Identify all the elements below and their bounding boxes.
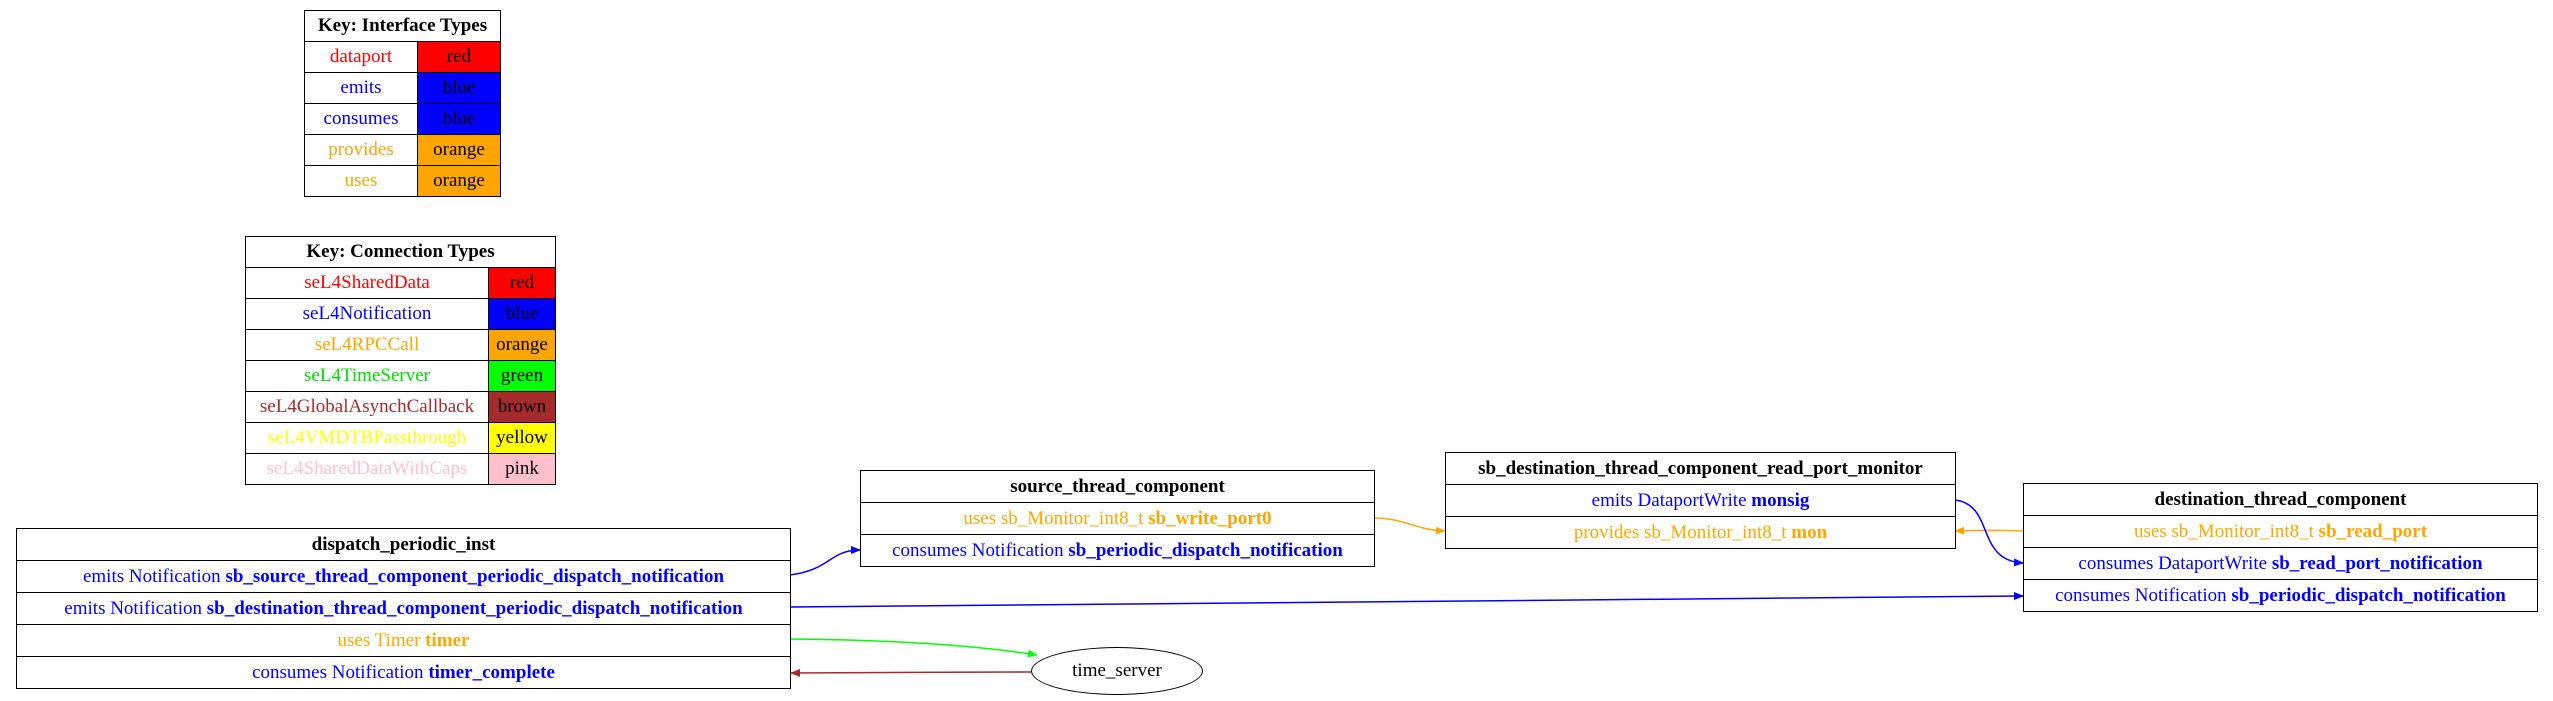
edge-monitor-to-destination (1954, 499, 2024, 567)
consumes-port-row: consumes Notification sb_periodic_dispat… (861, 534, 1374, 566)
connection-key-title: Key: Connection Types (245, 236, 556, 268)
connection-key-name: seL4RPCCall (245, 329, 489, 361)
emits-port-row: emits Notification sb_destination_thread… (17, 592, 790, 624)
interface-key-name: uses (304, 165, 418, 197)
port-type: uses sb_Monitor_int8_t (963, 508, 1149, 529)
time-server-node: time_server (1031, 647, 1203, 695)
port-type: consumes Notification (252, 662, 429, 683)
connection-key-swatch: orange (488, 329, 556, 361)
destination-thread-node: destination_thread_component uses sb_Mon… (2023, 483, 2538, 612)
emits-port-row: emits Notification sb_source_thread_comp… (17, 560, 790, 592)
interface-key-swatch: red (417, 41, 501, 73)
connection-key-row: seL4TimeServer green (245, 360, 556, 392)
connection-key-name: seL4SharedData (245, 267, 489, 299)
port-type: consumes Notification (2055, 585, 2232, 606)
connection-key-row: seL4SharedDataWithCaps pink (245, 453, 556, 485)
port-name: sb_destination_thread_component_periodic… (206, 598, 743, 619)
interface-key-swatch: orange (417, 134, 501, 166)
interface-key-row: consumes blue (304, 103, 501, 135)
interface-key-name: provides (304, 134, 418, 166)
interface-key-name: consumes (304, 103, 418, 135)
emits-port-row: emits DataportWrite monsig (1446, 484, 1955, 516)
node-title: destination_thread_component (2154, 489, 2407, 510)
connection-types-key: Key: Connection Types seL4SharedData red… (245, 236, 556, 485)
connection-key-swatch: green (488, 360, 556, 392)
connection-key-row: seL4VMDTBPassthrough yellow (245, 422, 556, 454)
consumes-port-row: consumes DataportWrite sb_read_port_noti… (2024, 547, 2537, 579)
node-title: dispatch_periodic_inst (311, 534, 496, 555)
port-type: emits Notification (64, 598, 207, 619)
port-name: sb_read_port (2318, 521, 2428, 542)
interface-types-key: Key: Interface Types dataport red emits … (304, 10, 501, 197)
port-name: sb_periodic_dispatch_notification (1068, 540, 1343, 561)
edge-dispatch-to-destination (789, 592, 2024, 608)
provides-port-row: provides sb_Monitor_int8_t mon (1446, 516, 1955, 548)
port-name: sb_write_port0 (1148, 508, 1272, 529)
connection-key-name: seL4VMDTBPassthrough (245, 422, 489, 454)
dispatch-periodic-node: dispatch_periodic_inst emits Notificatio… (16, 528, 791, 689)
connection-key-row: seL4RPCCall orange (245, 329, 556, 361)
port-name: sb_periodic_dispatch_notification (2231, 585, 2506, 606)
port-type: consumes Notification (892, 540, 1069, 561)
edge-source-to-monitor (1372, 517, 1446, 535)
uses-port-row: uses Timer timer (17, 624, 790, 656)
port-type: emits Notification (82, 566, 226, 587)
interface-key-title: Key: Interface Types (304, 10, 501, 42)
uses-port-row: uses sb_Monitor_int8_t sb_write_port0 (861, 502, 1374, 534)
node-title: source_thread_component (1010, 476, 1225, 497)
edge-destination-to-monitor (1954, 526, 2024, 535)
connection-key-swatch: red (488, 267, 556, 299)
interface-key-row: dataport red (304, 41, 501, 73)
interface-key-row: uses orange (304, 165, 501, 197)
edge-dispatch-to-time-server (789, 638, 1038, 658)
read-port-monitor-node: sb_destination_thread_component_read_por… (1445, 452, 1956, 549)
node-title: sb_destination_thread_component_read_por… (1478, 458, 1923, 479)
connection-key-swatch: blue (488, 298, 556, 330)
interface-key-swatch: blue (417, 72, 501, 104)
connection-key-swatch: yellow (488, 422, 556, 454)
port-name: sb_read_port_notification (2271, 553, 2483, 574)
port-type: emits DataportWrite (1591, 490, 1752, 511)
interface-key-name: dataport (304, 41, 418, 73)
port-name: monsig (1751, 490, 1810, 511)
port-name: mon (1791, 522, 1828, 543)
port-type: uses sb_Monitor_int8_t (2133, 521, 2319, 542)
port-type: consumes DataportWrite (2078, 553, 2272, 574)
port-type: provides sb_Monitor_int8_t (1573, 522, 1792, 543)
consumes-port-row: consumes Notification timer_complete (17, 656, 790, 688)
consumes-port-row: consumes Notification sb_periodic_dispat… (2024, 579, 2537, 611)
edge-dispatch-to-source (789, 546, 861, 576)
interface-key-swatch: orange (417, 165, 501, 197)
port-type: uses Timer (337, 630, 426, 651)
interface-key-row: provides orange (304, 134, 501, 166)
interface-key-swatch: blue (417, 103, 501, 135)
connection-key-swatch: pink (488, 453, 556, 485)
port-name: sb_source_thread_component_periodic_disp… (225, 566, 725, 587)
uses-port-row: uses sb_Monitor_int8_t sb_read_port (2024, 515, 2537, 547)
connection-key-swatch: brown (488, 391, 556, 423)
source-thread-node: source_thread_component uses sb_Monitor_… (860, 470, 1375, 567)
edge-time-server-to-dispatch (790, 668, 1032, 677)
port-name: timer (425, 630, 470, 651)
connection-key-row: seL4SharedData red (245, 267, 556, 299)
port-name: timer_complete (428, 662, 555, 683)
